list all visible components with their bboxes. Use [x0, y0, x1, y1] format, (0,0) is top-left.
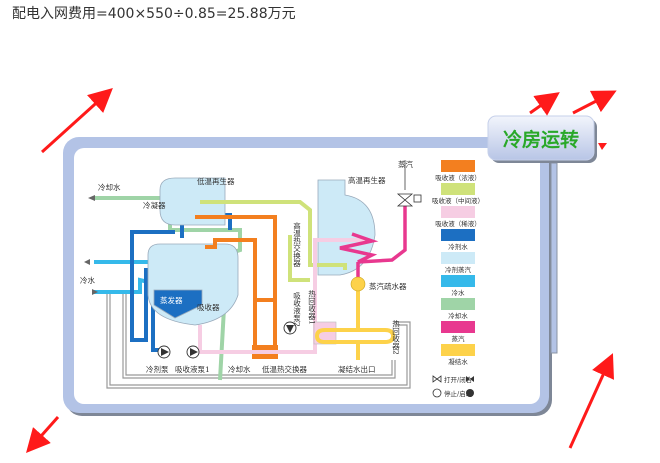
label-cooling-water-out: 冷却水 [98, 182, 121, 192]
label-refrigerant-pump: 冷剂泵 [146, 364, 169, 374]
frame-connector [550, 162, 558, 354]
valve-open-icon [432, 375, 442, 383]
arrow-small-right [598, 143, 607, 150]
pump-legend: 停止/启动 [432, 388, 474, 398]
label-absorbent-pump-1: 吸收液泵1 [175, 364, 210, 374]
condenser-vessel [159, 177, 226, 226]
intermediate-absorbent-pipes [200, 200, 347, 282]
arrow-top-left [40, 87, 113, 154]
legend-swatch [441, 298, 475, 310]
arrow-top-mid [529, 92, 560, 116]
pumps [157, 321, 297, 359]
vessels [147, 177, 376, 326]
legend-swatch [441, 160, 475, 172]
label-heat-recovery-2: 热回收器2 [391, 319, 400, 355]
legend-label: 凝结水 [448, 357, 468, 366]
legend-swatch [441, 206, 475, 218]
condensate-pipes [314, 290, 396, 360]
valve-closed-icon [466, 376, 474, 382]
cooling-water-out-arrow [88, 195, 95, 201]
legend-label: 冷剂水 [448, 242, 468, 251]
grey-return-pipes [106, 290, 411, 389]
legend-label: 吸收液（中间液） [432, 196, 484, 205]
evaporator-absorber-vessel [147, 243, 239, 326]
label-condensate-outlet: 凝结水出口 [338, 364, 376, 374]
cost-formula-caption: 配电入网费用=400×550÷0.85=25.88万元 [12, 6, 296, 22]
label-low-temp-hx: 低温热交换器 [262, 364, 307, 374]
label-steam-in: 蒸汽 [398, 159, 413, 169]
label-heat-recovery-1: 热回收器1 [307, 289, 316, 325]
label-absorbent-pump-2: 吸收液泵2 [292, 292, 301, 327]
dilute-absorbent-pipes [198, 238, 370, 354]
title-badge: 冷房运转 [487, 115, 597, 163]
label-high-temp-generator: 高温再生器 [348, 175, 386, 185]
legend-label: 吸收液（稀液） [435, 219, 481, 228]
steam-drain-trap [350, 276, 366, 292]
legend-swatch [441, 275, 475, 287]
label-cooling-water-in: 冷却水 [228, 364, 251, 374]
label-high-temp-hx: 高温热交换器 [292, 221, 301, 268]
legend-swatch [441, 344, 475, 356]
legend-label: 冷剂蒸汽 [445, 265, 472, 274]
valve-legend: 打开/闭合 [432, 375, 474, 384]
legend-label: 蒸汽 [452, 334, 466, 343]
arrow-top-right [572, 90, 617, 115]
legend-label: 吸收液（浓液） [435, 173, 481, 182]
arrow-bottom-left [26, 416, 60, 453]
legend-swatch [441, 183, 475, 195]
pump-stopped-icon [432, 388, 442, 398]
label-chilled-water: 冷水 [80, 275, 95, 285]
legend-swatch [441, 321, 475, 333]
arrow-bottom-right [568, 353, 614, 449]
red-arrows [26, 87, 617, 453]
label-steam-drain-trap: 蒸汽疏水器 [369, 281, 407, 291]
label-evaporator: 蒸发器 [160, 295, 183, 305]
label-absorber: 吸收器 [197, 302, 220, 312]
legend-label: 冷水 [452, 288, 466, 297]
legend-label: 冷却水 [448, 311, 468, 320]
label-condenser: 冷凝器 [143, 200, 166, 210]
pump-running-icon [466, 389, 474, 397]
legend-swatch [441, 252, 475, 264]
pump-legend-text: 停止/启动 [444, 389, 473, 398]
concentrated-absorbent-pipes [195, 215, 277, 345]
valve-legend-text: 打开/闭合 [444, 375, 473, 384]
legend-swatch [441, 229, 475, 241]
label-low-temp-generator: 低温再生器 [197, 176, 235, 186]
diagram-title: 冷房运转 [503, 128, 579, 151]
steam-valve [396, 193, 414, 207]
evaporator-pan [153, 289, 203, 319]
diagram-labels: 冷却水 低温再生器 冷凝器 高温再生器 蒸汽 高温热交换器 冷水 蒸发器 吸收器… [80, 159, 413, 374]
